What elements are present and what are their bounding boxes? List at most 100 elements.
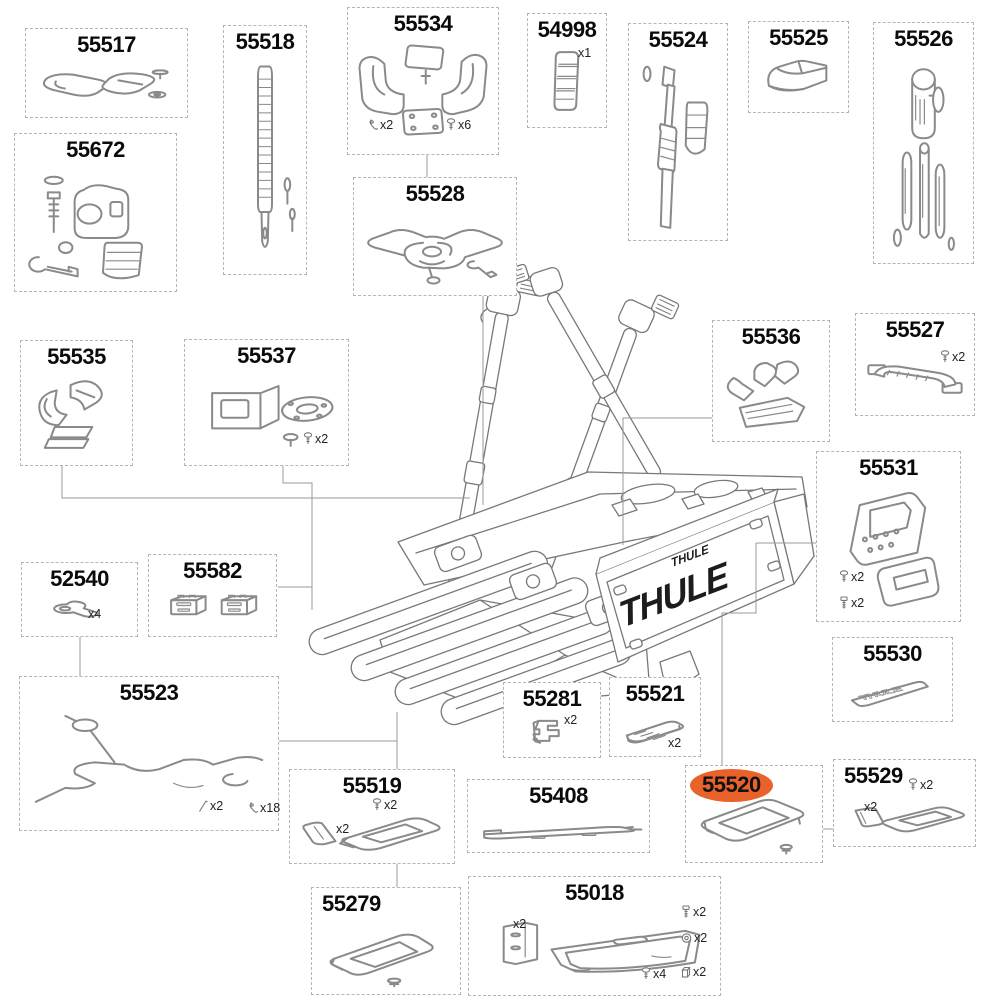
qty-label: x2: [368, 118, 393, 132]
bracket-small-sketch: [510, 715, 594, 752]
qty-text: x2: [693, 905, 707, 919]
clamp-pair-sketch: [32, 61, 181, 112]
part-number[interactable]: 54998: [537, 17, 597, 42]
part-number[interactable]: 55518: [235, 29, 295, 54]
part-number[interactable]: 55519: [342, 773, 402, 798]
part-number[interactable]: 55536: [741, 324, 801, 349]
part-number[interactable]: 55582: [183, 558, 242, 583]
part-number[interactable]: 55523: [119, 680, 179, 705]
clip-sketch: [28, 595, 131, 631]
part-box-55518: 55518: [223, 25, 307, 275]
sticker-sketch: THULE: [839, 670, 946, 716]
screw-icon: [446, 118, 456, 132]
part-box-55526: 55526: [873, 22, 974, 264]
screw-icon: [908, 778, 918, 792]
part-number[interactable]: 55526: [894, 26, 953, 51]
part-box-55279: 55279: [311, 887, 461, 995]
block-icon: [681, 965, 691, 979]
bolt-icon: [839, 596, 849, 610]
qty-label: x4: [88, 607, 101, 621]
part-number-highlighted[interactable]: 55520: [690, 769, 773, 803]
part-number[interactable]: 55521: [625, 681, 685, 706]
part-box-55517: 55517: [25, 28, 188, 118]
part-number[interactable]: 55528: [405, 181, 465, 206]
strap-buckle: [681, 493, 705, 510]
part-box-55520: 55520: [685, 765, 823, 863]
part-box-55527: 55527 x2: [855, 313, 975, 416]
part-box-55281: 55281 x2: [503, 682, 601, 758]
wheel-holder-sketch: [719, 353, 823, 436]
screw-icon: [839, 570, 849, 584]
qty-label: x2: [864, 800, 877, 814]
qty-text: x6: [458, 118, 472, 132]
connector-lines: [61, 155, 833, 887]
clip-icon: [248, 801, 258, 815]
part-number[interactable]: 55535: [47, 344, 106, 369]
screw-icon: [372, 798, 382, 812]
qty-label: x2: [681, 905, 706, 919]
part-number[interactable]: 55534: [393, 11, 453, 36]
harness-sketch: [26, 709, 272, 825]
connector-line: [721, 543, 757, 765]
connector-line: [622, 417, 712, 545]
qty-label: x2: [681, 965, 706, 979]
qty-text: x2: [513, 917, 527, 931]
part-number[interactable]: 55408: [529, 783, 588, 808]
plug-block-sketch: [155, 587, 270, 631]
part-box-55535: 55535: [20, 340, 133, 466]
connector-line: [61, 466, 470, 499]
part-box-55018: 55018 x2 x2 x2 x4 x2: [468, 876, 721, 996]
plate-bracket-sketch: [823, 484, 954, 616]
nut-icon: [681, 931, 692, 945]
qty-label: x4: [641, 967, 666, 981]
part-box-55582: 55582: [148, 554, 277, 637]
qty-text: x2: [384, 798, 398, 812]
part-number[interactable]: 55530: [863, 641, 922, 666]
part-number[interactable]: 55018: [565, 880, 624, 905]
qty-label: x2: [513, 917, 526, 931]
part-number[interactable]: 55531: [859, 455, 918, 480]
rubber-pad-sketch: [534, 46, 600, 122]
clip-icon: [368, 118, 378, 132]
arm-long-sketch: [635, 56, 721, 235]
qty-text: x2: [668, 736, 682, 750]
part-number[interactable]: 55527: [885, 317, 945, 342]
clamp-head: [618, 294, 680, 334]
lamp-lens-l-sketch: [296, 802, 448, 858]
qty-label: x2: [940, 350, 965, 364]
lock-kit-sketch: [21, 166, 170, 286]
part-number[interactable]: 55524: [648, 27, 708, 52]
qty-text: x2: [694, 931, 708, 945]
qty-text: x2: [920, 778, 934, 792]
holder-halves-sketch: [354, 40, 492, 149]
qty-label: x2: [681, 931, 707, 945]
part-number[interactable]: 55517: [77, 32, 136, 57]
qty-label: x2: [372, 798, 397, 812]
part-number[interactable]: 55279: [322, 891, 381, 916]
part-number[interactable]: 55537: [237, 343, 296, 368]
part-number[interactable]: 55525: [769, 25, 828, 50]
part-box-55672: 55672: [14, 133, 177, 292]
lamp-cover-sketch: [318, 920, 454, 989]
qty-label: x2: [303, 432, 328, 446]
part-number[interactable]: 55529: [844, 763, 903, 788]
qty-text: x2: [564, 713, 578, 727]
qty-text: x2: [952, 350, 966, 364]
strap-buckle: [611, 498, 638, 517]
qty-text: x2: [851, 596, 865, 610]
part-number[interactable]: 55281: [522, 686, 582, 711]
part-number[interactable]: 52540: [50, 566, 109, 591]
qty-text: x2: [380, 118, 394, 132]
part-number[interactable]: 55672: [66, 137, 125, 162]
part-box-55537: 55537 x2: [184, 339, 349, 466]
wheel-clamp-knob: [433, 534, 483, 573]
plate-assembly-sketch: [475, 909, 714, 990]
wheel-clamp-knob: [508, 562, 558, 601]
part-box-55408: 55408: [467, 779, 650, 853]
part-box-55536: 55536: [712, 320, 830, 442]
rail-beam-sketch: [474, 812, 643, 847]
